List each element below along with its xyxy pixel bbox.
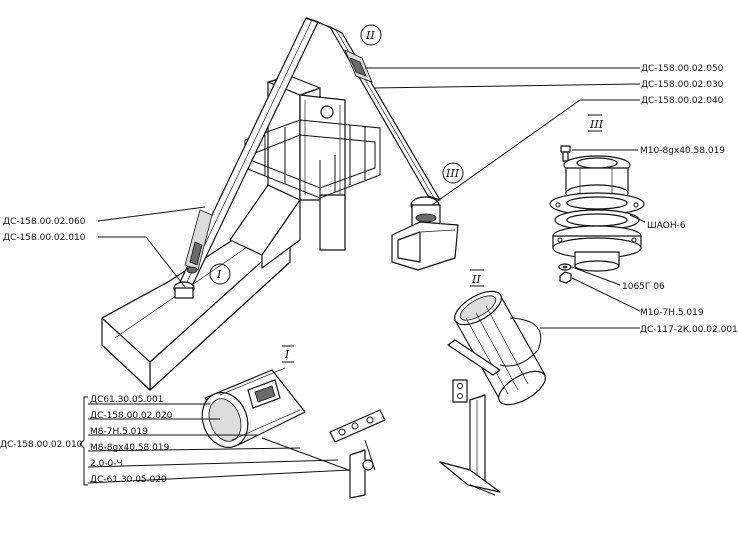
label-washer-2-0: 2.0-0-Ч [90, 459, 123, 469]
detail-II: II [439, 269, 640, 496]
support-post [439, 394, 501, 496]
label-nut-m10: М10-7Н.5.019 [640, 308, 704, 318]
right-boom [329, 26, 441, 201]
left-boom [179, 17, 341, 287]
svg-text:I: I [216, 268, 222, 281]
right-nozzle [391, 196, 459, 271]
left-joint [173, 266, 198, 299]
callout-II-top: II [360, 24, 382, 46]
detail-I-title: I [284, 348, 290, 361]
label-bolt-m10: М10-8gx40.58.019 [640, 146, 725, 156]
middle-flange [549, 192, 645, 216]
gasket [554, 209, 640, 231]
label-m8-nut: М8-7Н.5.019 [90, 427, 148, 437]
callout-III-right: III [442, 162, 464, 184]
railing-cage [244, 119, 381, 199]
label-ds-158-040: ДС-158.00.02.040 [641, 96, 724, 106]
detail-III-title: III [589, 118, 604, 131]
bracket-arm [447, 339, 501, 403]
bolt-assembly [261, 409, 386, 499]
detail-III: III [549, 114, 646, 312]
label-ds-158-060: ДС-158.00.02.060 [3, 217, 86, 227]
label-ds61-001: ДС61.30.05.001 [90, 395, 163, 405]
label-ds-117: ДС-117-2К.00.02.001 [640, 325, 738, 335]
svg-text:III: III [445, 167, 460, 180]
callout-I-left: I [209, 263, 231, 285]
detail-I: I [79, 345, 386, 499]
label-ds-158-030: ДС-158.00.02.030 [641, 80, 724, 90]
nut-icon [559, 271, 572, 284]
label-m8-bolt: М8-8gx40.58.019 [90, 443, 170, 453]
svg-text:II: II [365, 29, 375, 42]
main-leaders [97, 67, 641, 288]
bolt-icon [560, 145, 571, 162]
label-washer-1065: 1065Г 06 [622, 282, 665, 292]
main-assembly [101, 17, 459, 391]
column [229, 75, 346, 269]
label-ds-61-020: ДС-61.30.05.020 [90, 475, 167, 485]
label-group-ds-158-010: ДС-158.00.02.010 [0, 440, 83, 450]
tube-clamp [201, 367, 306, 448]
lower-flange [552, 225, 642, 272]
label-ds-158-010: ДС-158.00.02.010 [3, 233, 86, 243]
clamp-band [499, 317, 542, 367]
group-brace [79, 396, 88, 486]
washer-icon [558, 263, 572, 271]
base-platform [101, 231, 291, 391]
tube-segment [454, 290, 546, 406]
detail-II-title: II [471, 273, 481, 286]
label-ds-158-020: ДС-158.00.02.020 [90, 411, 173, 421]
label-ds-158-050: ДС-158.00.02.050 [641, 64, 724, 74]
label-shaon-6: ШАОН-6 [647, 221, 686, 231]
